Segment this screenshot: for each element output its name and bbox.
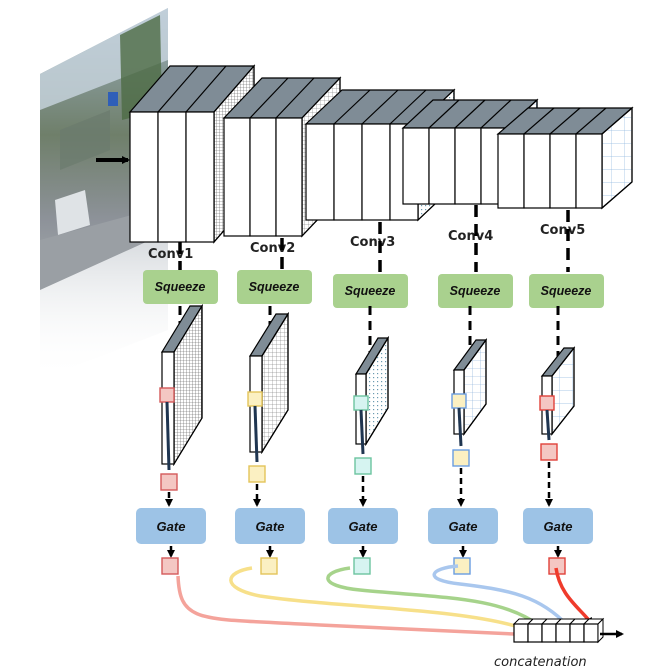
svg-text:Squeeze: Squeeze xyxy=(541,284,592,298)
slab-vector-5 xyxy=(539,395,555,411)
svg-text:Gate: Gate xyxy=(157,519,186,534)
concat-cell-3 xyxy=(541,623,557,643)
svg-text:Gate: Gate xyxy=(349,519,378,534)
concat-cell-1 xyxy=(513,623,529,643)
concatenation-vector xyxy=(512,617,605,644)
svg-text:Squeeze: Squeeze xyxy=(345,284,396,298)
concat-cell-4 xyxy=(555,623,571,643)
squeeze-row: Squeeze Squeeze Squeeze Squeeze Squeeze xyxy=(143,270,604,308)
squeeze-box-1: Squeeze xyxy=(143,270,218,304)
squeeze-box-4: Squeeze xyxy=(438,274,513,308)
pooled-vector-1 xyxy=(160,473,178,491)
gate-box-2: Gate xyxy=(235,508,305,544)
squeezed-map-2 xyxy=(247,306,290,575)
conv-block-5 xyxy=(496,106,634,210)
squeezed-map-4 xyxy=(451,306,488,575)
conv5-label: Conv5 xyxy=(540,223,585,238)
squeeze-box-3: Squeeze xyxy=(333,274,408,308)
svg-text:Squeeze: Squeeze xyxy=(450,284,501,298)
squeeze-box-5: Squeeze xyxy=(529,274,604,308)
pooled-vector-5 xyxy=(540,443,558,461)
gated-vector-2 xyxy=(260,557,278,575)
concat-cell-6 xyxy=(583,623,599,643)
concat-cell-2 xyxy=(527,623,543,643)
concatenation-label: concatenation xyxy=(494,655,587,670)
gate-box-3: Gate xyxy=(328,508,398,544)
gate-row: Gate Gate Gate Gate Gate xyxy=(136,508,593,544)
conv2-label: Conv2 xyxy=(250,241,295,256)
squeeze-box-2: Squeeze xyxy=(237,270,312,304)
slab-vector-1 xyxy=(159,387,175,403)
gated-vector-1 xyxy=(161,557,179,575)
svg-text:Squeeze: Squeeze xyxy=(155,280,206,294)
slab-vector-3 xyxy=(353,395,369,411)
squeezed-map-3 xyxy=(353,306,390,575)
concat-cell-5 xyxy=(569,623,585,643)
concat-links xyxy=(176,564,594,636)
svg-text:Squeeze: Squeeze xyxy=(249,280,300,294)
slab-vector-4 xyxy=(451,393,467,409)
gate-box-5: Gate xyxy=(523,508,593,544)
conv1-label: Conv1 xyxy=(148,247,193,262)
conv-blocks xyxy=(128,64,634,244)
pooled-vector-2 xyxy=(248,465,266,483)
gate-box-4: Gate xyxy=(428,508,498,544)
gated-vector-3 xyxy=(353,557,371,575)
pooled-vector-4 xyxy=(452,449,470,467)
slab-vector-2 xyxy=(247,391,263,407)
conv4-label: Conv4 xyxy=(448,229,493,244)
squeezed-feature-maps xyxy=(159,303,576,575)
squeezed-map-1 xyxy=(159,303,204,575)
conv-to-squeeze-links xyxy=(178,205,570,272)
svg-text:Gate: Gate xyxy=(544,519,573,534)
pooled-vector-3 xyxy=(354,457,372,475)
gate-box-1: Gate xyxy=(136,508,206,544)
svg-text:Gate: Gate xyxy=(256,519,285,534)
conv3-label: Conv3 xyxy=(350,235,395,250)
svg-text:Gate: Gate xyxy=(449,519,478,534)
squeezed-map-5 xyxy=(539,306,576,575)
